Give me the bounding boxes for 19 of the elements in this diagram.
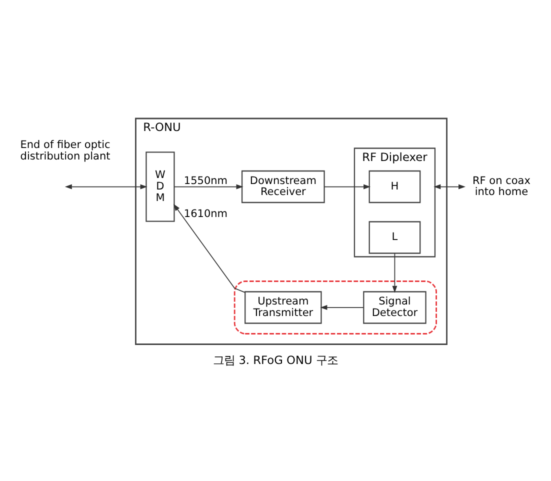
arrow <box>173 203 246 292</box>
node-text: RF on coax into home <box>472 174 530 198</box>
arrow <box>434 184 466 189</box>
arrow <box>64 184 148 189</box>
arrow <box>320 304 364 310</box>
caption: 그림 3. RFoG ONU 구조 <box>213 352 338 366</box>
label: End of fiber optic distribution plant <box>20 138 110 162</box>
arrow <box>324 184 371 189</box>
node-box: Signal Detector <box>363 290 426 324</box>
cluster <box>234 280 437 334</box>
node-box: H <box>368 170 421 203</box>
edge-label: 1610nm <box>184 208 228 220</box>
node-box: L <box>368 220 421 254</box>
node-box: W D M <box>146 151 175 222</box>
edge-label: 1550nm <box>184 174 228 186</box>
node-box: Downstream Receiver <box>241 170 325 203</box>
arrow <box>392 252 398 292</box>
node-box: Upstream Transmitter <box>244 290 322 324</box>
arrow <box>174 184 244 189</box>
